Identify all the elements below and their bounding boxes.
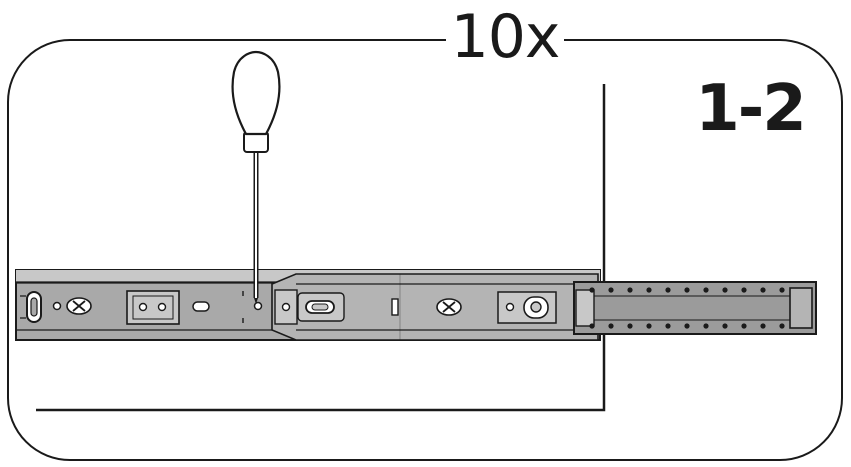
pilot-hole [52, 301, 62, 311]
extension-member [573, 281, 817, 335]
screw-hole-icon [436, 298, 462, 316]
mounting-plate [126, 290, 180, 325]
inner-rail [271, 273, 599, 341]
quantity-label: 10x [446, 2, 564, 72]
drawer-slide-rail-icon [15, 269, 817, 341]
target-hole [253, 301, 263, 311]
screw-hole-icon [66, 297, 92, 315]
step-number: 1-2 [695, 72, 807, 146]
cabinet-side-outline [36, 84, 606, 412]
oval-slot [192, 301, 210, 312]
panel-frame [7, 39, 843, 461]
ball-bearings [589, 287, 785, 329]
screwdriver-icon [231, 50, 281, 304]
